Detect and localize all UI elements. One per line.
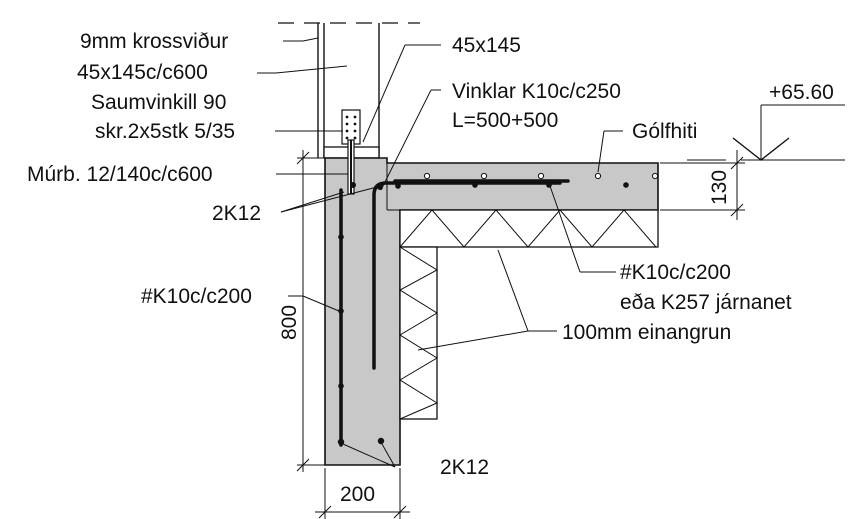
label-timber-top: 45x145 [452,34,521,57]
label-wall-width: 200 [340,483,375,506]
wall-width-dimension [315,468,410,519]
angle-bracket-icon [341,109,361,145]
label-wall-height: 800 [278,305,301,340]
insulation-under-slab [399,209,659,248]
label-elevation: +65.60 [769,81,834,104]
label-floor-heating: Gólfhiti [632,120,697,143]
wall-height-dimension [296,150,325,472]
label-angle-length: L=500+500 [452,109,558,132]
label-mesh-slab: #K10c/c200 [620,261,731,284]
label-plywood: 9mm krossviður [80,30,228,53]
label-insulation: 100mm einangrun [562,321,731,344]
leader-lines [257,37,623,468]
wall-rebar [337,181,562,447]
label-screws: skr.2x5stk 5/35 [95,120,235,143]
label-mesh-alt: eða K257 járnanet [620,291,792,314]
label-rebar-bottom: 2K12 [440,456,489,479]
label-rebar-top: 2K12 [212,202,261,225]
label-mesh-wall: #K10c/c200 [141,285,252,308]
label-angle-bracket: Saumvinkill 90 [91,91,226,114]
insulation-beside-wall [399,246,439,420]
label-anchor-bolt: Múrb. 12/140c/c600 [27,163,213,186]
label-angles: Vinklar K10c/c250 [452,80,621,103]
label-studs: 45x145c/c600 [77,61,208,84]
label-slab-thickness: 130 [708,170,731,205]
slab-rebar [393,172,659,189]
slab-thickness-dimension [660,150,745,220]
elevation-marker [687,104,845,161]
